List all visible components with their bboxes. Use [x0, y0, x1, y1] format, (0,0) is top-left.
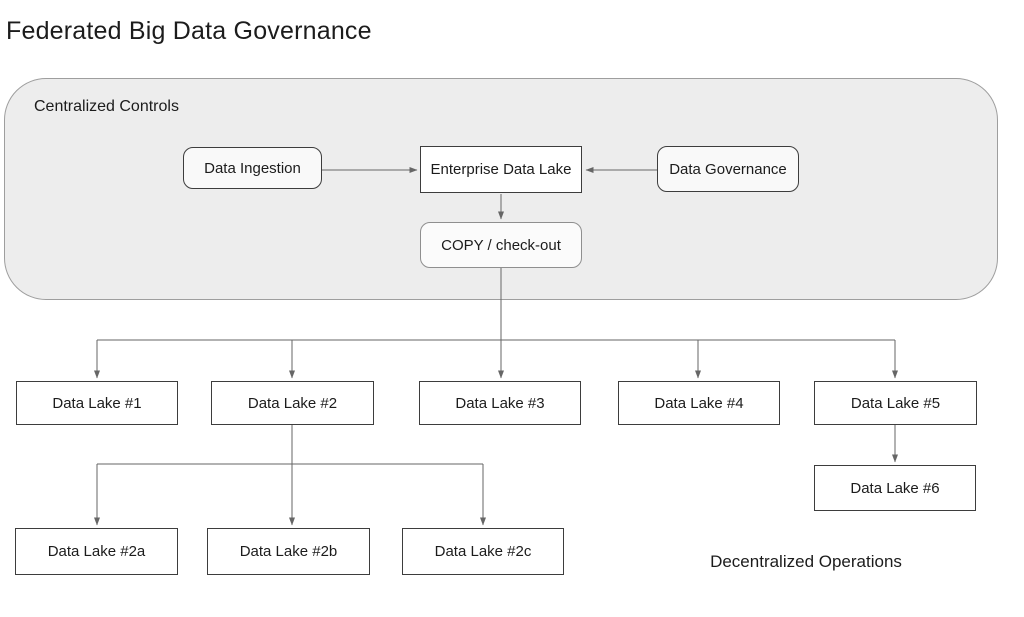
node-data-lake-2c: Data Lake #2c: [402, 528, 564, 575]
node-data-lake-5-label: Data Lake #5: [850, 394, 941, 412]
node-data-lake-2a: Data Lake #2a: [15, 528, 178, 575]
node-data-lake-2c-label: Data Lake #2c: [434, 543, 532, 560]
node-data-lake-2b: Data Lake #2b: [207, 528, 370, 575]
node-enterprise-data-lake: Enterprise Data Lake: [420, 146, 582, 193]
node-data-lake-2: Data Lake #2: [211, 381, 374, 425]
diagram-title: Federated Big Data Governance: [6, 17, 372, 45]
node-data-ingestion: Data Ingestion: [183, 147, 322, 189]
node-data-governance-label: Data Governance: [669, 160, 787, 178]
node-copy-checkout-label: COPY / check-out: [441, 236, 561, 254]
node-data-lake-2a-label: Data Lake #2a: [47, 543, 146, 560]
node-data-lake-2-label: Data Lake #2: [247, 394, 338, 412]
node-data-lake-2b-label: Data Lake #2b: [239, 543, 338, 560]
node-data-lake-6-label: Data Lake #6: [850, 479, 940, 497]
node-data-lake-3: Data Lake #3: [419, 381, 581, 425]
node-data-lake-1-label: Data Lake #1: [52, 394, 142, 412]
node-data-lake-4: Data Lake #4: [618, 381, 780, 425]
node-data-ingestion-label: Data Ingestion: [204, 159, 301, 177]
node-data-lake-4-label: Data Lake #4: [654, 394, 744, 412]
node-data-lake-5: Data Lake #5: [814, 381, 977, 425]
node-data-lake-3-label: Data Lake #3: [455, 394, 545, 412]
node-copy-checkout: COPY / check-out: [420, 222, 582, 268]
decentralized-operations-label: Decentralized Operations: [710, 552, 902, 571]
centralized-controls-label: Centralized Controls: [34, 98, 179, 115]
node-data-lake-1: Data Lake #1: [16, 381, 178, 425]
node-data-lake-6: Data Lake #6: [814, 465, 976, 511]
node-data-governance: Data Governance: [657, 146, 799, 192]
node-enterprise-data-lake-label: Enterprise Data Lake: [430, 161, 572, 178]
